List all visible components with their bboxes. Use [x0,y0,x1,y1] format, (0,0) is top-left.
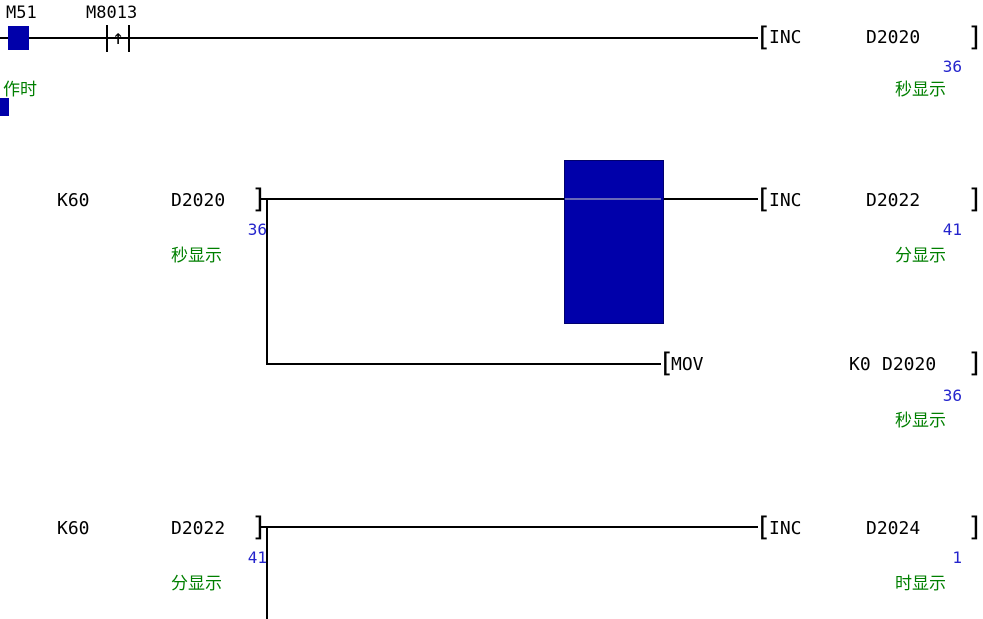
instruction-open-bracket: [ [658,348,675,379]
device-comment-left-clipped: 作时 [3,80,37,100]
instruction-operand-d2024[interactable]: D2024 [866,518,921,539]
pulse-up-icon[interactable]: ↑ [111,25,125,49]
wire-through-cursor [565,198,661,200]
compare-close-bracket: ] [251,514,267,541]
monitor-value-d2022: 41 [942,220,962,239]
instruction-close-bracket: ] [967,348,983,379]
instruction-open-bracket: [ [755,184,772,215]
contact-m51-on[interactable] [8,26,29,50]
monitor-value-d2020-cmp: 36 [247,220,267,239]
contact-label-m8013: M8013 [86,3,138,23]
monitor-value-d2022-cmp: 41 [247,548,267,567]
instruction-dst-d2020[interactable]: D2020 [882,354,937,375]
wire-rung1 [0,37,758,39]
instruction-close-bracket: ] [967,512,983,543]
device-comment-d2024: 时显示 [895,574,946,594]
instruction-operand-d2022[interactable]: D2022 [866,190,921,211]
monitor-value-d2020: 36 [942,57,962,76]
instruction-open-bracket: [ [755,512,772,543]
edit-cursor-selection[interactable] [564,160,664,324]
monitor-value-d2024: 1 [952,548,962,567]
instruction-op-inc[interactable]: INC [769,518,802,539]
instruction-close-bracket: ] [967,22,983,53]
contact-m8013-left-bar [106,25,108,52]
instruction-close-bracket: ] [967,184,983,215]
device-comment-d2022-cmp: 分显示 [171,574,222,594]
contact-m8013-right-bar [128,25,130,52]
device-comment-d2020-mov: 秒显示 [895,411,946,431]
instruction-open-bracket: [ [755,22,772,53]
compare-src-k60[interactable]: K60 [57,190,90,211]
device-comment-d2020-cmp: 秒显示 [171,246,222,266]
device-comment-d2020: 秒显示 [895,80,946,100]
wire-branch-horizontal [266,363,661,365]
device-comment-d2022: 分显示 [895,246,946,266]
wire-rung3 [260,526,758,528]
instruction-op-inc[interactable]: INC [769,27,802,48]
instruction-op-inc[interactable]: INC [769,190,802,211]
compare-src-k60[interactable]: K60 [57,518,90,539]
left-edge-highlight-artifact [0,98,9,116]
compare-dst-d2022[interactable]: D2022 [171,518,226,539]
instruction-operand-d2020[interactable]: D2020 [866,27,921,48]
contact-label-m51: M51 [6,3,37,23]
wire-branch-vertical [266,198,268,365]
monitor-value-d2020-mov: 36 [942,386,962,405]
instruction-op-mov[interactable]: MOV [671,354,704,375]
compare-dst-d2020[interactable]: D2020 [171,190,226,211]
compare-close-bracket: ] [251,186,267,213]
wire-rung2 [260,198,758,200]
wire-rung3-branch-vertical [266,526,268,619]
instruction-src-k0[interactable]: K0 [849,354,871,375]
